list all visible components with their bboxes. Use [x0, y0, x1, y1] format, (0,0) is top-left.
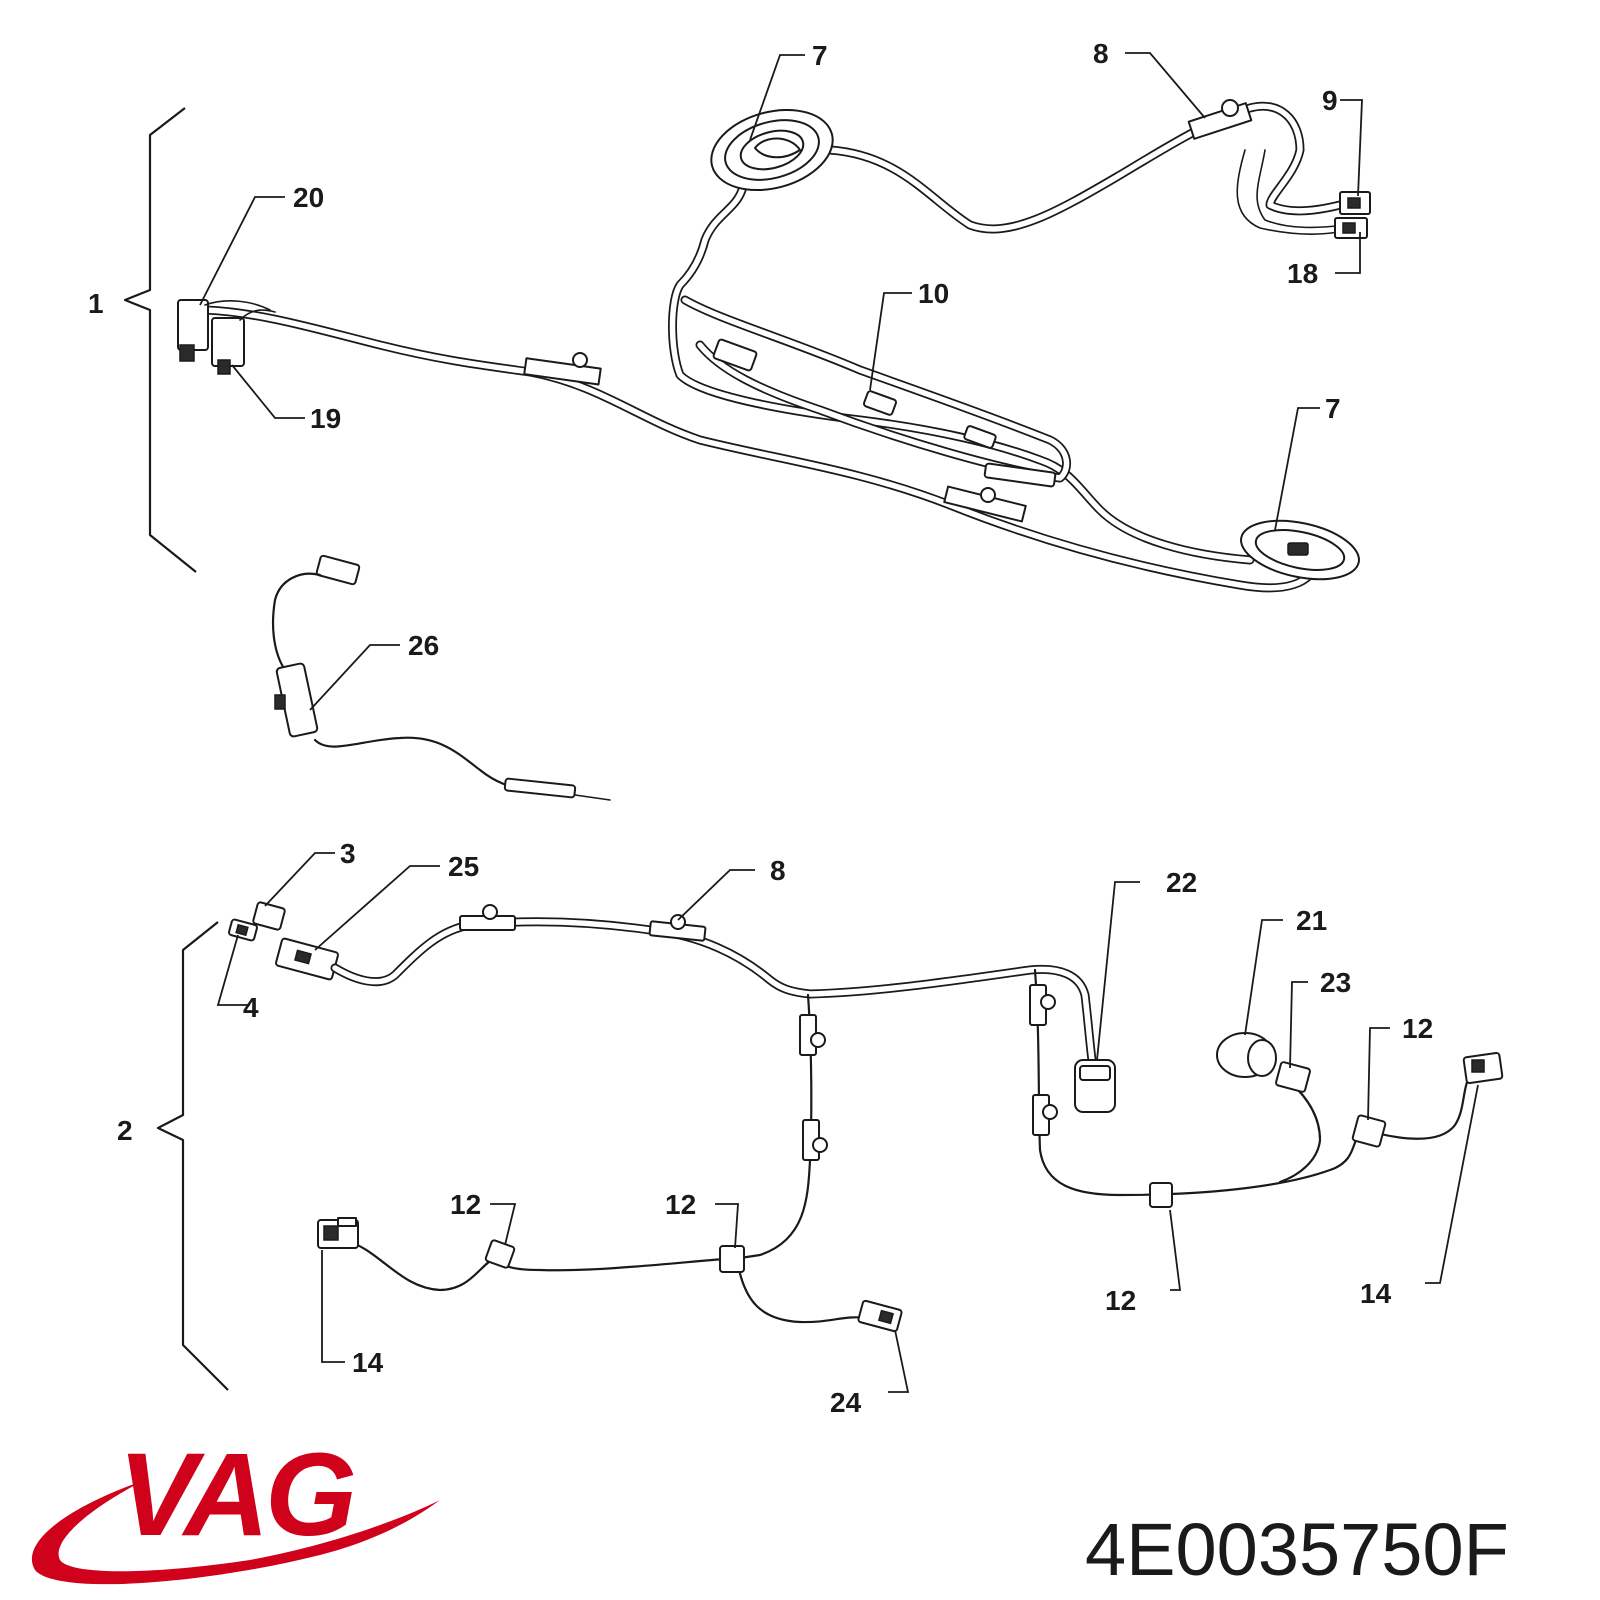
bracket-25: [275, 937, 339, 981]
harness-assembly-1: [177, 99, 1371, 593]
connector-3: [252, 901, 286, 931]
clip-12-right: [1351, 1114, 1387, 1148]
callout-21: 21: [1296, 905, 1327, 936]
grommet-top: [710, 108, 834, 192]
callout-12-center: 12: [665, 1189, 696, 1220]
vag-logo: VAG: [31, 1429, 440, 1585]
connector-24: [857, 1299, 903, 1333]
brace-label-group-1: 1: [88, 288, 104, 319]
brace-label-group-2: 2: [117, 1115, 133, 1146]
callout-10: 10: [918, 278, 949, 309]
control-module-10: [712, 338, 1057, 488]
connector-22: [1074, 1059, 1116, 1113]
callout-20: 20: [293, 182, 324, 213]
callout-18: 18: [1287, 258, 1318, 289]
clip-12-bottom: [1149, 1182, 1173, 1208]
callout-26: 26: [408, 630, 439, 661]
connector-23: [1275, 1061, 1311, 1093]
connector-4: [228, 918, 258, 942]
callout-7-top: 7: [812, 40, 828, 71]
callout-25: 25: [448, 851, 479, 882]
grommet-right: [1240, 519, 1360, 581]
callout-labels: 7 8 9 18 20 19 10 7 26 3 25 8 4 22 21 23…: [243, 38, 1433, 1418]
harness-clips-1: [523, 99, 1253, 523]
vag-logo-swoosh: [31, 1480, 440, 1585]
callout-14-right: 14: [1360, 1278, 1392, 1309]
harness-assembly-2: [228, 901, 1504, 1333]
brace-group-1: [123, 107, 197, 573]
callout-12-left: 12: [450, 1189, 481, 1220]
callout-7-right: 7: [1325, 393, 1341, 424]
callout-8-mid: 8: [770, 855, 786, 886]
callout-14-left: 14: [352, 1347, 384, 1378]
callout-9: 9: [1322, 85, 1338, 116]
part-number: 4E0035750F: [1085, 1508, 1509, 1591]
harness-clips-2: [459, 904, 1058, 1161]
callout-24: 24: [830, 1387, 862, 1418]
clip-12-left: [484, 1239, 516, 1269]
callout-leaders: [199, 52, 1479, 1393]
connector-14-right: [1462, 1052, 1504, 1084]
callout-22: 22: [1166, 867, 1197, 898]
brace-group-2: [156, 921, 229, 1391]
connector-9: [1339, 191, 1371, 215]
sensor-21: [1216, 1032, 1277, 1078]
connector-18: [1334, 217, 1368, 239]
callout-12-right: 12: [1402, 1013, 1433, 1044]
callout-3: 3: [340, 838, 356, 869]
sensor-lead-26: [271, 554, 611, 801]
callout-19: 19: [310, 403, 341, 434]
vag-logo-text: VAG: [118, 1429, 354, 1561]
connector-20: [177, 299, 209, 362]
callout-23: 23: [1320, 967, 1351, 998]
callout-8-top: 8: [1093, 38, 1109, 69]
clip-12-center: [719, 1245, 745, 1273]
connector-14-left: [317, 1217, 359, 1249]
connector-19: [211, 317, 245, 375]
callout-12-bottom: 12: [1105, 1285, 1136, 1316]
callout-4: 4: [243, 992, 259, 1023]
